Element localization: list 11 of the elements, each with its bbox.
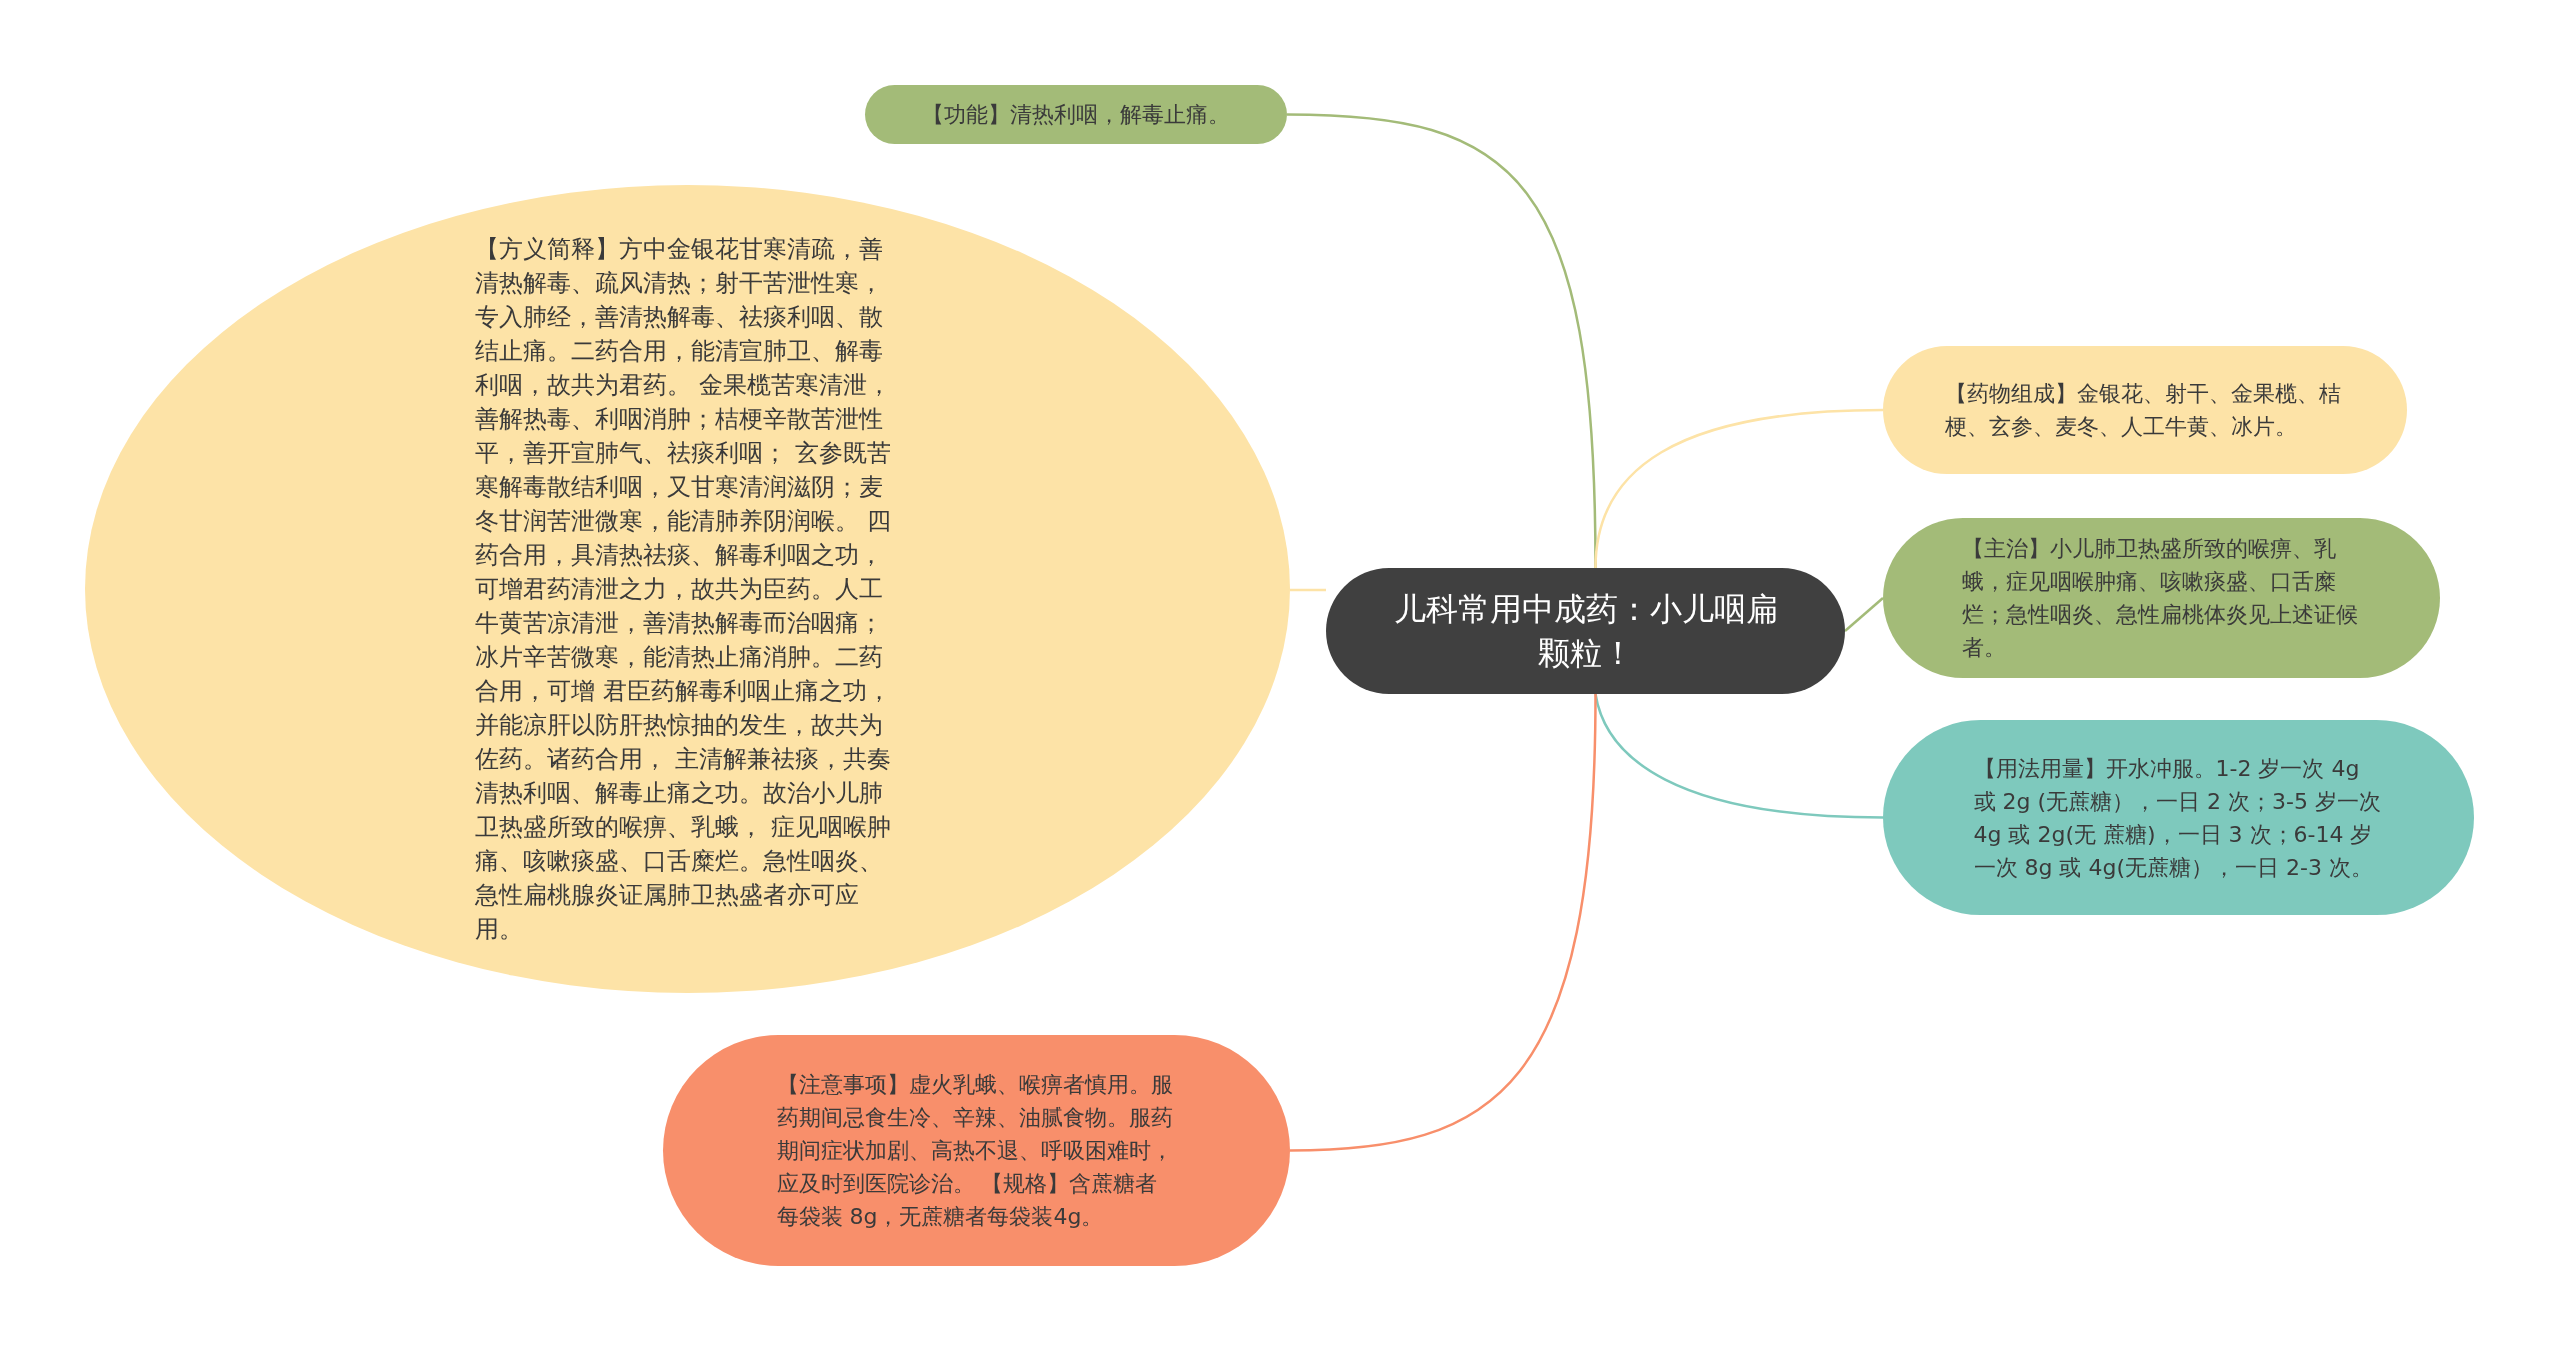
topic-text: 【注意事项】虚火乳蛾、喉痹者慎用。服药期间忌食生冷、辛辣、油腻食物。服药期间症状加剧、高热不退、呼吸困难时，应及时到医院诊治。 【规格】含蔗糖者每袋装 8g，无蔗糖者每袋装4g。: [776, 1071, 1174, 1231]
topic-text: 儿科常用中成药：小儿咽扁颗粒！: [1392, 589, 1779, 674]
connector-line: [1289, 693, 1597, 1152]
topic-text: 【用法用量】开水冲服。1-2 岁一次 4g 或 2g (无蔗糖），一日 2 次；3-5 岁一次 4g 或 2g(无 蔗糖)，一日 3 次；6-14 岁一次 8g 或 4g(无蔗糖），一日 2-3 次。: [1973, 754, 2382, 882]
connector-line: [1844, 597, 1884, 632]
topic-text: 【功能】清热利咽，解毒止痛。: [921, 100, 1231, 129]
connector-line: [1594, 408, 1884, 569]
connector-line: [1290, 588, 1326, 592]
topic-text: 【主治】小儿肺卫热盛所致的喉痹、乳蛾，症见咽喉肿痛、咳嗽痰盛、口舌糜烂；急性咽炎、急性扁桃体炎见上述证候者。: [1961, 535, 2359, 662]
topic-text: 【方义简释】方中金银花甘寒清疏，善清热解毒、疏风清热；射干苦泄性寒，专入肺经，善清热解毒、祛痰利咽、散结止痛。二药合用，能清宣肺卫、解毒利咽，故共为君药。 金果榄苦寒清泄，善解热毒、利咽消肿；桔梗辛散苦泄性平，善开宣肺气、祛痰利咽； 玄参既苦寒解毒散结利咽，又甘寒清润滋阴；麦冬甘润苦泄微寒，能清肺养阴润喉。 四药合用，具清热祛痰、解毒利咽之功，可增君药清泄之力，故共为臣药。人工牛黄苦凉清泄，善清热解毒而治咽痛；冰片辛苦微寒，能清热止痛消肿。二药合用，可增 君臣药解毒利咽止痛之功，并能凉肝以防肝热惊抽的发生，故共为佐药。诸药合用， 主清解兼祛痰，共奏清热利咽、解毒止痛之功。故治小儿肺卫热盛所致的喉痹、乳蛾， 症见咽喉肿痛、咳嗽痰盛、口舌糜烂。急性咽炎、急性扁桃腺炎证属肺卫热盛者亦可应用。: [475, 234, 892, 945]
topic-text: 【药物组成】金银花、射干、金果榄、桔梗、玄参、麦冬、人工牛黄、冰片。: [1945, 380, 2342, 441]
